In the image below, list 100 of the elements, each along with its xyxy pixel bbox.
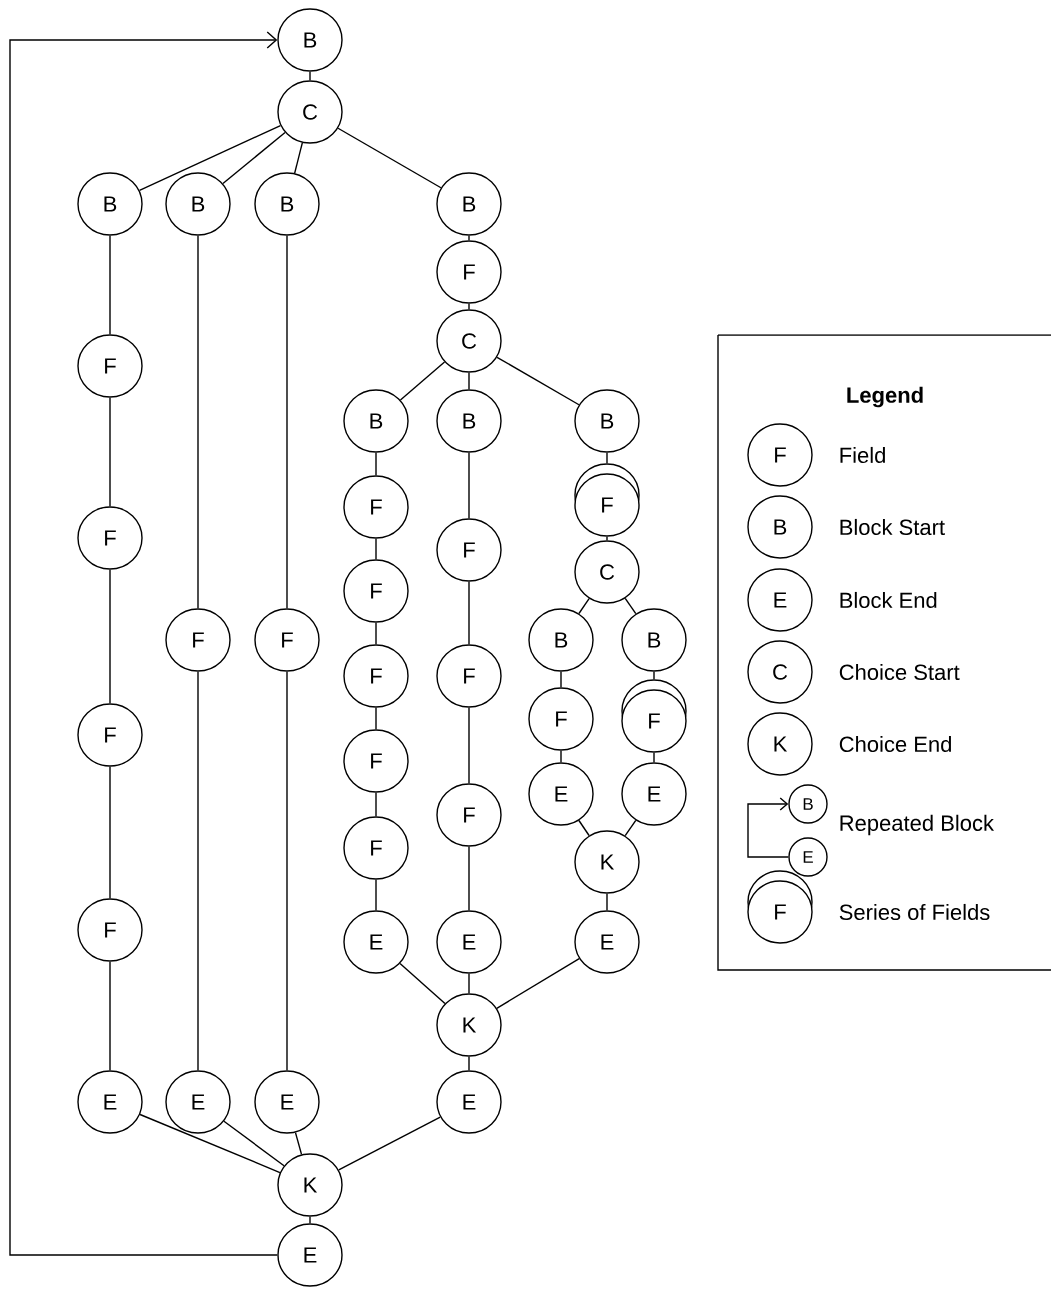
circle-node: E (343, 910, 409, 974)
connector-line (286, 235, 288, 609)
circle-node: C (277, 80, 343, 144)
circle-node: B (254, 172, 320, 236)
connector-line (624, 819, 637, 837)
connector-line (294, 1131, 303, 1156)
legend-label: Repeated Block (840, 814, 994, 836)
connector-line (468, 846, 470, 911)
circle-node: F (77, 898, 143, 962)
circle-node: E (574, 910, 640, 974)
circle-node: F (165, 608, 231, 672)
connector-line (653, 752, 655, 763)
circle-node: K (436, 993, 502, 1057)
connector-line (223, 1120, 285, 1167)
circle-node: F (343, 644, 409, 708)
circle-node: E (528, 762, 594, 826)
circle-node: K (574, 830, 640, 894)
circle-node: B (436, 172, 502, 236)
circle-node: F (254, 608, 320, 672)
connector-line (624, 597, 637, 615)
circle-node: F (343, 475, 409, 539)
connector-line (399, 361, 446, 401)
loop-arrow (9, 31, 278, 1256)
connector-line (468, 707, 470, 784)
connector-line (338, 1116, 441, 1171)
connector-line (375, 879, 377, 911)
connector-line (375, 538, 377, 560)
circle-node: B (165, 172, 231, 236)
circle-node: B (621, 608, 687, 672)
circle-node: B (436, 389, 502, 453)
legend-label: Choice Start (839, 663, 960, 681)
connector-line (468, 235, 470, 241)
circle-node: E (254, 1070, 320, 1134)
circle-node: E (277, 1223, 343, 1287)
connector-line (496, 958, 580, 1009)
connector-line (109, 766, 111, 899)
connector-line (139, 1113, 281, 1174)
connector-line (309, 1216, 311, 1224)
connector-line (109, 569, 111, 704)
connector-line (653, 671, 655, 680)
connector-line (222, 131, 286, 185)
circle-node: F (436, 518, 502, 582)
circle-node: E (436, 910, 502, 974)
connector-line (468, 973, 470, 994)
legend-label: Series of Fields (839, 903, 990, 921)
connector-line (375, 452, 377, 476)
connector-line (606, 452, 608, 464)
legend-label: Choice End (839, 735, 951, 753)
connector-line (109, 961, 111, 1071)
circle-node: C (436, 309, 502, 373)
connector-line (468, 372, 470, 390)
circle-node: E (77, 1070, 143, 1134)
connector-line (286, 671, 288, 1071)
circle-node: B (277, 8, 343, 72)
circle-node: F (436, 783, 502, 847)
circle-node: B (77, 172, 143, 236)
connector-line (337, 127, 442, 189)
circle-node: F (436, 644, 502, 708)
circle-node: E (165, 1070, 231, 1134)
connector-line (109, 235, 111, 335)
legend-label: Block End (840, 591, 937, 609)
circle-node: F (343, 559, 409, 623)
connector-line (468, 1056, 470, 1071)
connector-line (560, 671, 562, 688)
connector-line (578, 819, 590, 837)
circle-node: B (574, 389, 640, 453)
circle-node: F (77, 703, 143, 767)
connector-line (197, 671, 199, 1071)
circle-node: E (436, 1070, 502, 1134)
connector-line (606, 893, 608, 911)
circle-node: F (436, 240, 502, 304)
legend-title: Legend (847, 386, 923, 408)
connector-line (109, 397, 111, 507)
circle-node: K (277, 1153, 343, 1217)
connector-line (375, 792, 377, 817)
circle-node: B (528, 608, 594, 672)
connector-line (309, 71, 311, 81)
circle-node: E (621, 762, 687, 826)
connector-line (138, 124, 282, 192)
connector-line (375, 707, 377, 730)
connector-line (578, 597, 590, 615)
connector-line (294, 142, 303, 174)
legend-label: Block Start (840, 518, 945, 536)
circle-node: C (574, 540, 640, 604)
circle-node: F (528, 687, 594, 751)
connector-line (197, 235, 199, 609)
connector-line (560, 750, 562, 763)
connector-line (606, 536, 608, 541)
circle-node: F (77, 506, 143, 570)
circle-node: F (343, 816, 409, 880)
connector-line (399, 962, 446, 1005)
circle-node: F (77, 334, 143, 398)
connector-line (468, 303, 470, 310)
connector-line (375, 622, 377, 645)
circle-node: F (343, 729, 409, 793)
connector-line (496, 356, 580, 406)
legend-label: Field (840, 446, 885, 464)
connector-line (468, 452, 470, 519)
circle-node: B (343, 389, 409, 453)
connector-line (468, 581, 470, 645)
